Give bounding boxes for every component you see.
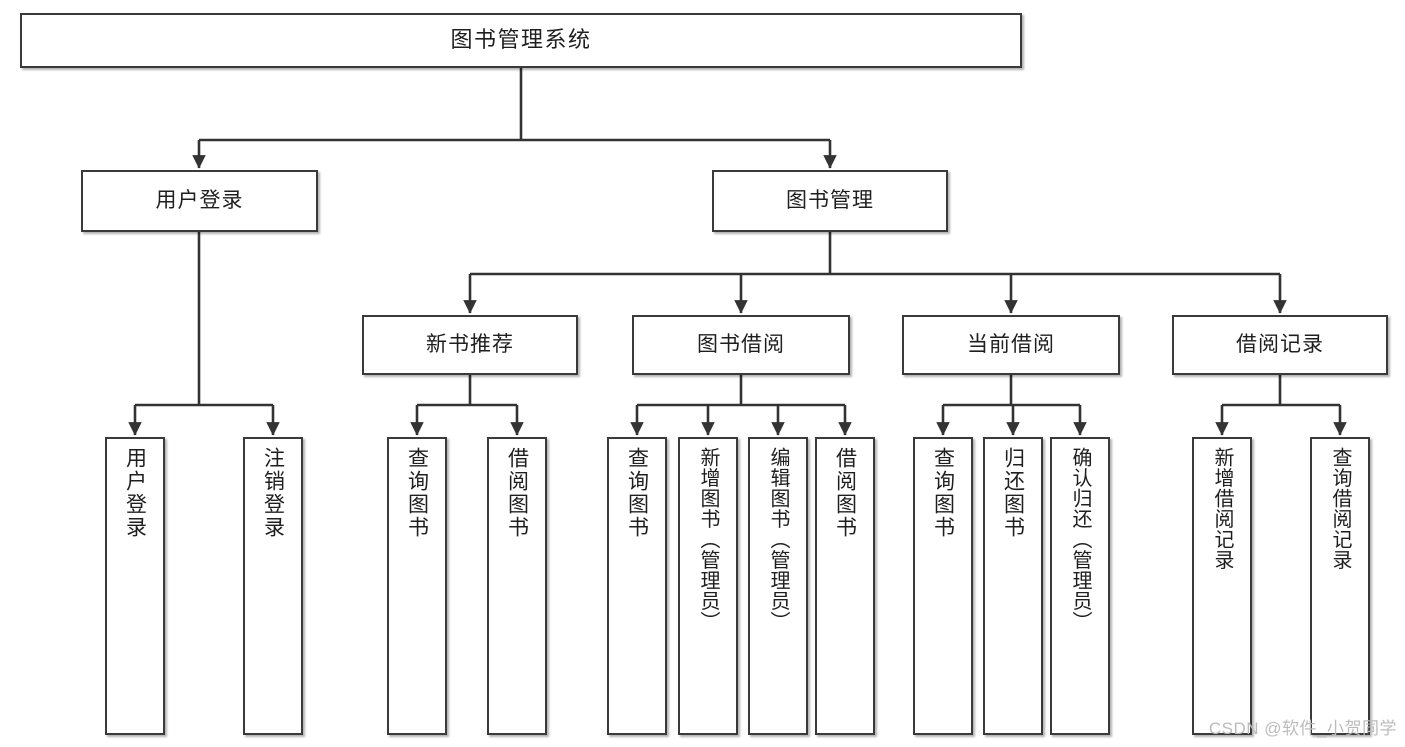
leaf-borrow-book[interactable]: 借阅图书 — [815, 437, 875, 735]
leaf-return-book[interactable]: 归还图书 — [983, 437, 1043, 735]
node-label: 用户登录 — [155, 189, 244, 213]
node-book-borrow[interactable]: 图书借阅 — [632, 315, 850, 375]
node-label: 归还图书 — [1001, 447, 1025, 539]
leaf-add-book-admin[interactable]: 新增图书（管理员） — [678, 437, 738, 735]
node-label: 新增图书（管理员） — [697, 447, 719, 632]
node-label: 借阅图书 — [833, 447, 857, 539]
node-label: 注销登录 — [261, 447, 285, 539]
node-label: 图书管理 — [786, 189, 874, 213]
leaf-query-book-newbook[interactable]: 查询图书 — [387, 437, 447, 735]
node-label: 查询借阅记录 — [1329, 447, 1351, 570]
node-borrow-record[interactable]: 借阅记录 — [1172, 315, 1388, 375]
node-label: 确认归还（管理员） — [1069, 447, 1091, 632]
node-new-book-recommend[interactable]: 新书推荐 — [362, 315, 578, 375]
node-user-login[interactable]: 用户登录 — [81, 170, 318, 232]
node-label: 借阅图书 — [505, 447, 529, 539]
leaf-add-borrow-record[interactable]: 新增借阅记录 — [1192, 437, 1252, 735]
leaf-edit-book-admin[interactable]: 编辑图书（管理员） — [748, 437, 808, 735]
node-book-management[interactable]: 图书管理 — [712, 170, 948, 232]
leaf-borrow-book-newbook[interactable]: 借阅图书 — [487, 437, 547, 735]
node-label: 当前借阅 — [967, 333, 1055, 357]
csdn-watermark: CSDN @软件_小贺同学 — [1208, 719, 1397, 738]
node-label: 查询图书 — [405, 447, 429, 539]
node-label: 查询图书 — [931, 447, 955, 539]
node-root-system[interactable]: 图书管理系统 — [20, 13, 1022, 68]
node-label: 编辑图书（管理员） — [767, 447, 789, 632]
node-current-borrow[interactable]: 当前借阅 — [902, 315, 1120, 375]
leaf-query-book-current[interactable]: 查询图书 — [913, 437, 973, 735]
node-label: 借阅记录 — [1236, 333, 1324, 357]
node-label: 图书借阅 — [697, 333, 785, 357]
node-label: 查询图书 — [625, 447, 649, 539]
node-label: 用户登录 — [123, 447, 147, 539]
node-label: 新增借阅记录 — [1211, 447, 1233, 570]
leaf-query-book-borrow[interactable]: 查询图书 — [607, 437, 667, 735]
node-label: 图书管理系统 — [450, 27, 592, 53]
leaf-confirm-return-admin[interactable]: 确认归还（管理员） — [1050, 437, 1110, 735]
node-label: 新书推荐 — [426, 333, 514, 357]
leaf-logout-login[interactable]: 注销登录 — [243, 437, 303, 735]
leaf-user-login[interactable]: 用户登录 — [105, 437, 165, 735]
leaf-query-borrow-record[interactable]: 查询借阅记录 — [1310, 437, 1370, 735]
